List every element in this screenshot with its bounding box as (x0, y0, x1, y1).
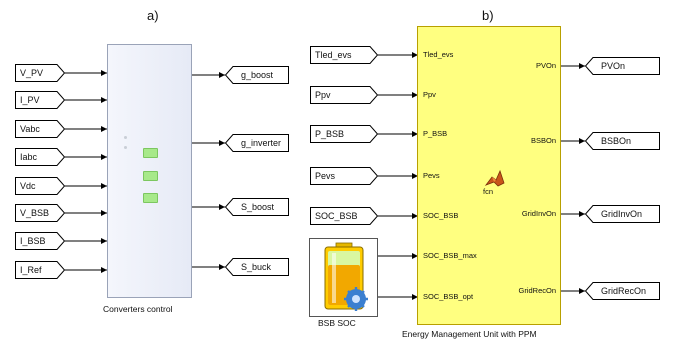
input-tag[interactable]: Vabc (15, 120, 66, 138)
input-tag-label: Tled_evs (315, 50, 352, 60)
output-tag-label: GridRecOn (601, 286, 647, 296)
arrowhead (101, 70, 107, 76)
input-tag-label: Vdc (20, 181, 36, 191)
mux-dot (124, 146, 127, 149)
input-tag-label: I_PV (20, 95, 40, 105)
input-tag[interactable]: Pevs (310, 167, 379, 185)
emu-input-port: SOC_BSB_opt (423, 292, 474, 301)
arrowhead (412, 213, 418, 219)
output-tag-label: GridInvOn (601, 209, 643, 219)
input-tag[interactable]: P_BSB (310, 125, 379, 143)
emu-input-port: SOC_BSB (423, 211, 459, 220)
input-tag[interactable]: Vdc (15, 177, 66, 195)
input-tag[interactable]: I_Ref (15, 261, 66, 279)
output-tag-label: S_buck (241, 262, 272, 272)
signal-indicator (143, 171, 158, 181)
panel-b-title: b) (482, 8, 494, 23)
output-tag[interactable]: g_boost (224, 66, 289, 84)
arrowhead (219, 140, 225, 146)
output-tag[interactable]: BSBOn (584, 132, 660, 150)
input-tag[interactable]: Ppv (310, 86, 379, 104)
arrowhead (412, 52, 418, 58)
arrowhead (579, 211, 585, 217)
input-tag-label: Ppv (315, 90, 331, 100)
output-tag[interactable]: g_inverter (224, 134, 289, 152)
output-tag-label: g_inverter (241, 138, 282, 148)
input-tag[interactable]: V_BSB (15, 204, 66, 222)
input-tag-label: P_BSB (315, 129, 345, 139)
output-tag[interactable]: S_buck (224, 258, 289, 276)
converters-control-block[interactable] (107, 44, 192, 298)
input-tag[interactable]: V_PV (15, 64, 66, 82)
input-tag-label: V_BSB (20, 208, 50, 218)
emu-input-port: Ppv (423, 90, 436, 99)
input-tag-label: I_BSB (20, 236, 46, 246)
input-tag-label: I_Ref (20, 265, 42, 275)
input-tag-label: V_PV (20, 68, 44, 78)
emu-input-port: P_BSB (423, 129, 448, 138)
output-tag[interactable]: PVOn (584, 57, 660, 75)
arrowhead (412, 131, 418, 137)
arrowhead (412, 173, 418, 179)
arrowhead (412, 294, 418, 300)
emu-output-port: PVOn (535, 61, 556, 70)
bsb-soc-block[interactable] (309, 238, 378, 317)
arrowhead (579, 288, 585, 294)
output-tag-label: S_boost (241, 202, 275, 212)
arrowhead (101, 210, 107, 216)
arrowhead (101, 154, 107, 160)
arrowhead (101, 183, 107, 189)
arrowhead (219, 204, 225, 210)
signal-indicator (143, 148, 158, 158)
output-tag-label: g_boost (241, 70, 274, 80)
arrowhead (412, 92, 418, 98)
input-tag-label: Pevs (315, 171, 336, 181)
output-tag[interactable]: S_boost (224, 198, 289, 216)
emu-caption: Energy Management Unit with PPM (402, 329, 537, 339)
panel-a-title: a) (147, 8, 159, 23)
input-tag-label: SOC_BSB (315, 211, 358, 221)
input-tag-label: Vabc (20, 124, 40, 134)
input-tag[interactable]: Tled_evs (310, 46, 379, 64)
fcn-label: fcn (483, 187, 494, 196)
arrowhead (579, 138, 585, 144)
emu-input-port: SOC_BSB_max (423, 251, 477, 260)
output-tag-label: PVOn (601, 61, 626, 71)
arrowhead (101, 126, 107, 132)
arrowhead (101, 97, 107, 103)
matlab-function-icon (483, 167, 507, 191)
output-tag[interactable]: GridRecOn (584, 282, 660, 300)
emu-output-port: GridRecOn (518, 286, 556, 295)
signal-indicator (143, 193, 158, 203)
arrowhead (219, 72, 225, 78)
arrowhead (219, 264, 225, 270)
input-tag-label: Iabc (20, 152, 38, 162)
emu-input-port: Pevs (423, 171, 440, 180)
output-tag[interactable]: GridInvOn (584, 205, 660, 223)
input-tag[interactable]: I_BSB (15, 232, 66, 250)
arrowhead (412, 253, 418, 259)
output-tag-label: BSBOn (601, 136, 632, 146)
arrowhead (101, 267, 107, 273)
mux-dot (124, 136, 127, 139)
battery-icon (324, 242, 368, 311)
arrowhead (579, 63, 585, 69)
energy-management-unit-block[interactable] (417, 26, 561, 325)
emu-output-port: BSBOn (530, 136, 556, 145)
arrowhead (101, 238, 107, 244)
converters-control-caption: Converters control (103, 304, 173, 314)
input-tag[interactable]: Iabc (15, 148, 66, 166)
emu-output-port: GridInvOn (521, 209, 556, 218)
input-tag[interactable]: I_PV (15, 91, 66, 109)
bsb-soc-caption: BSB SOC (318, 318, 356, 328)
emu-input-port: Tled_evs (423, 50, 454, 59)
input-tag[interactable]: SOC_BSB (310, 207, 379, 225)
